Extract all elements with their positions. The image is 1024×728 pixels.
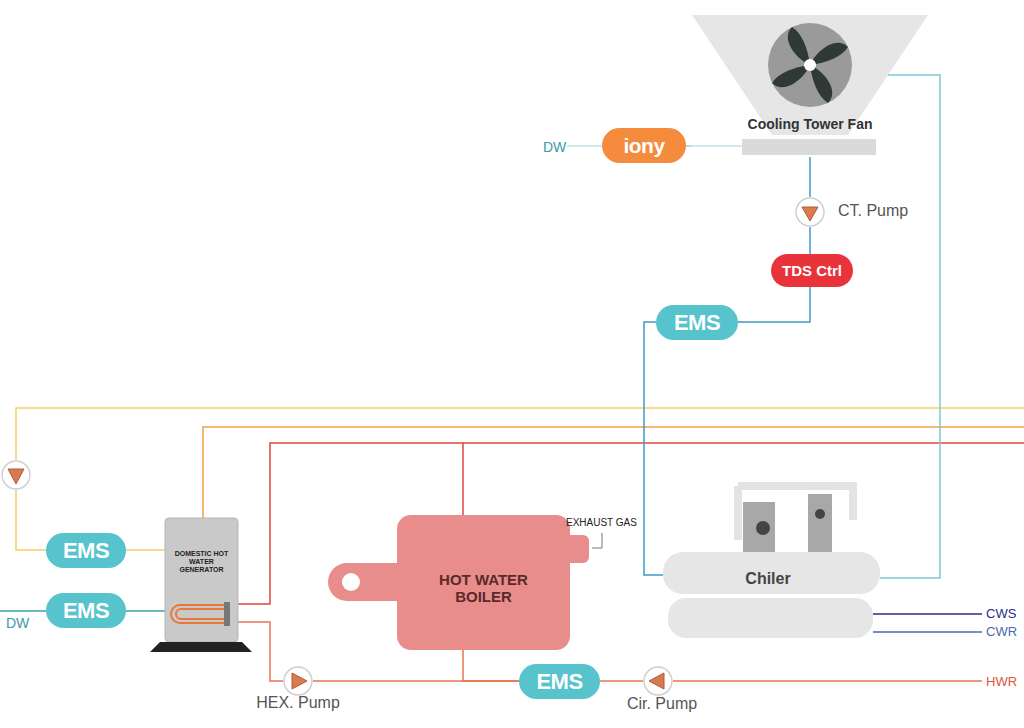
hwr-pipe: [673, 680, 982, 682]
pump-triangle: [8, 469, 24, 484]
pipe-connector: [126, 549, 165, 551]
tower-basin: [742, 139, 876, 155]
heating-coil: [171, 605, 228, 623]
pipe-connector: [644, 322, 663, 575]
chiller-unit: Chiler: [663, 480, 880, 640]
pump-symbol-shape: [643, 666, 673, 696]
pipe-label: HWR: [986, 674, 1017, 689]
pipe-connector: [463, 650, 519, 681]
generator-base: [150, 642, 252, 652]
pipe-connector: [809, 227, 811, 254]
pipe-label: DW: [6, 615, 29, 631]
pump-circle: [284, 667, 312, 695]
label-box: Chiler: [703, 570, 833, 588]
pipe-connector: [126, 610, 165, 612]
boiler-body: [397, 515, 570, 650]
label-box: HEX. Pump: [243, 694, 353, 712]
boiler-lug: [328, 563, 407, 601]
tower-body: [692, 15, 928, 135]
label-box: Cir. Pump: [607, 695, 717, 713]
leader-line: [592, 533, 602, 548]
condenser-shell: [668, 598, 873, 638]
orange-pipe: [203, 427, 1024, 518]
pipe-connector: [738, 287, 810, 322]
pipe-connector: [809, 157, 811, 197]
node-label: EMS: [63, 598, 109, 624]
generator-body: [165, 518, 238, 642]
pump-triangle: [802, 207, 818, 221]
ems-pill: EMS: [656, 305, 738, 340]
pump-symbol: Cir. Pump: [643, 666, 673, 696]
lug-hole: [342, 573, 360, 591]
fan-blades: [772, 27, 848, 103]
pipe-label: CWR: [986, 624, 1017, 639]
hot-water-generator: DOMESTIC HOT WATER GENERATOR: [165, 518, 238, 642]
hot-water-boiler: HOT WATER BOILER: [397, 515, 570, 650]
control-panel: [808, 494, 832, 554]
tds-controller-pill: TDS Ctrl: [771, 254, 853, 287]
node-label: TDS Ctrl: [782, 262, 842, 279]
fan-hub: [804, 59, 816, 71]
cooling-tower: Cooling Tower Fan: [692, 15, 928, 157]
exhaust-stub: [559, 535, 589, 563]
evaporator-shell: [663, 552, 880, 594]
ion-unit-pill: iony: [602, 128, 686, 163]
pipe-stub: [888, 74, 928, 76]
pump-symbol: [2, 461, 30, 489]
ems-pill: EMS: [46, 593, 126, 628]
node-label: Cir. Pump: [627, 695, 697, 713]
pipe-label: CWS: [986, 606, 1016, 621]
node-label: EMS: [63, 538, 109, 564]
pump-symbol-shape: [795, 197, 825, 227]
pipe-connector: [880, 75, 940, 578]
pump-symbol: HEX. Pump: [283, 666, 313, 696]
fan-disc: [768, 23, 852, 107]
callout-label: EXHAUST GAS: [566, 517, 637, 528]
panel-knob: [756, 521, 770, 535]
label-box: Cooling Tower Fan: [710, 115, 910, 133]
pump-circle: [796, 198, 824, 226]
label-box: CT. Pump: [838, 202, 908, 220]
pump-symbol: CT. Pump: [795, 197, 825, 227]
node-label: DOMESTIC HOT WATER GENERATOR: [168, 550, 235, 574]
yellow-pipe: [16, 408, 1024, 460]
fan-blade: [772, 65, 810, 87]
cwr-pipe: [873, 631, 982, 633]
coil-flange: [224, 602, 230, 626]
node-label: CT. Pump: [838, 202, 908, 220]
pump-triangle: [649, 673, 664, 689]
node-label: EMS: [536, 669, 582, 695]
pipe-stub: [692, 145, 742, 146]
dw-pipe: [567, 145, 602, 146]
cooling-tower-shape: [692, 15, 928, 157]
node-label: HEX. Pump: [256, 694, 340, 712]
yellow-pipe: [16, 490, 46, 550]
pipe-label: DW: [543, 139, 566, 155]
chiller-unit-shape: [663, 480, 880, 640]
hot-water-generator-shape: [150, 518, 252, 652]
cws-pipe: [873, 613, 982, 615]
node-label: EMS: [674, 310, 720, 336]
control-panel: [743, 502, 775, 552]
fan-blade: [810, 43, 848, 65]
fan-blade: [810, 65, 832, 103]
node-label: HOT WATER BOILER: [417, 571, 550, 606]
node-label: Chiler: [745, 570, 790, 588]
pump-triangle: [292, 673, 307, 689]
ems-pill: EMS: [519, 664, 600, 699]
label-box: DOMESTIC HOT WATER GENERATOR: [168, 550, 235, 574]
pump-symbol-shape: [283, 666, 313, 696]
pipe-connector: [686, 145, 692, 147]
ems-pill: EMS: [46, 533, 126, 568]
panel-knob: [815, 509, 825, 519]
pipe-connector: [600, 680, 643, 682]
label-box: HOT WATER BOILER: [417, 571, 550, 606]
node-label: Cooling Tower Fan: [748, 116, 873, 132]
dw-pipe: [0, 610, 46, 612]
pump-circle: [644, 667, 672, 695]
fan-blade: [788, 27, 810, 65]
node-label: iony: [623, 134, 664, 158]
